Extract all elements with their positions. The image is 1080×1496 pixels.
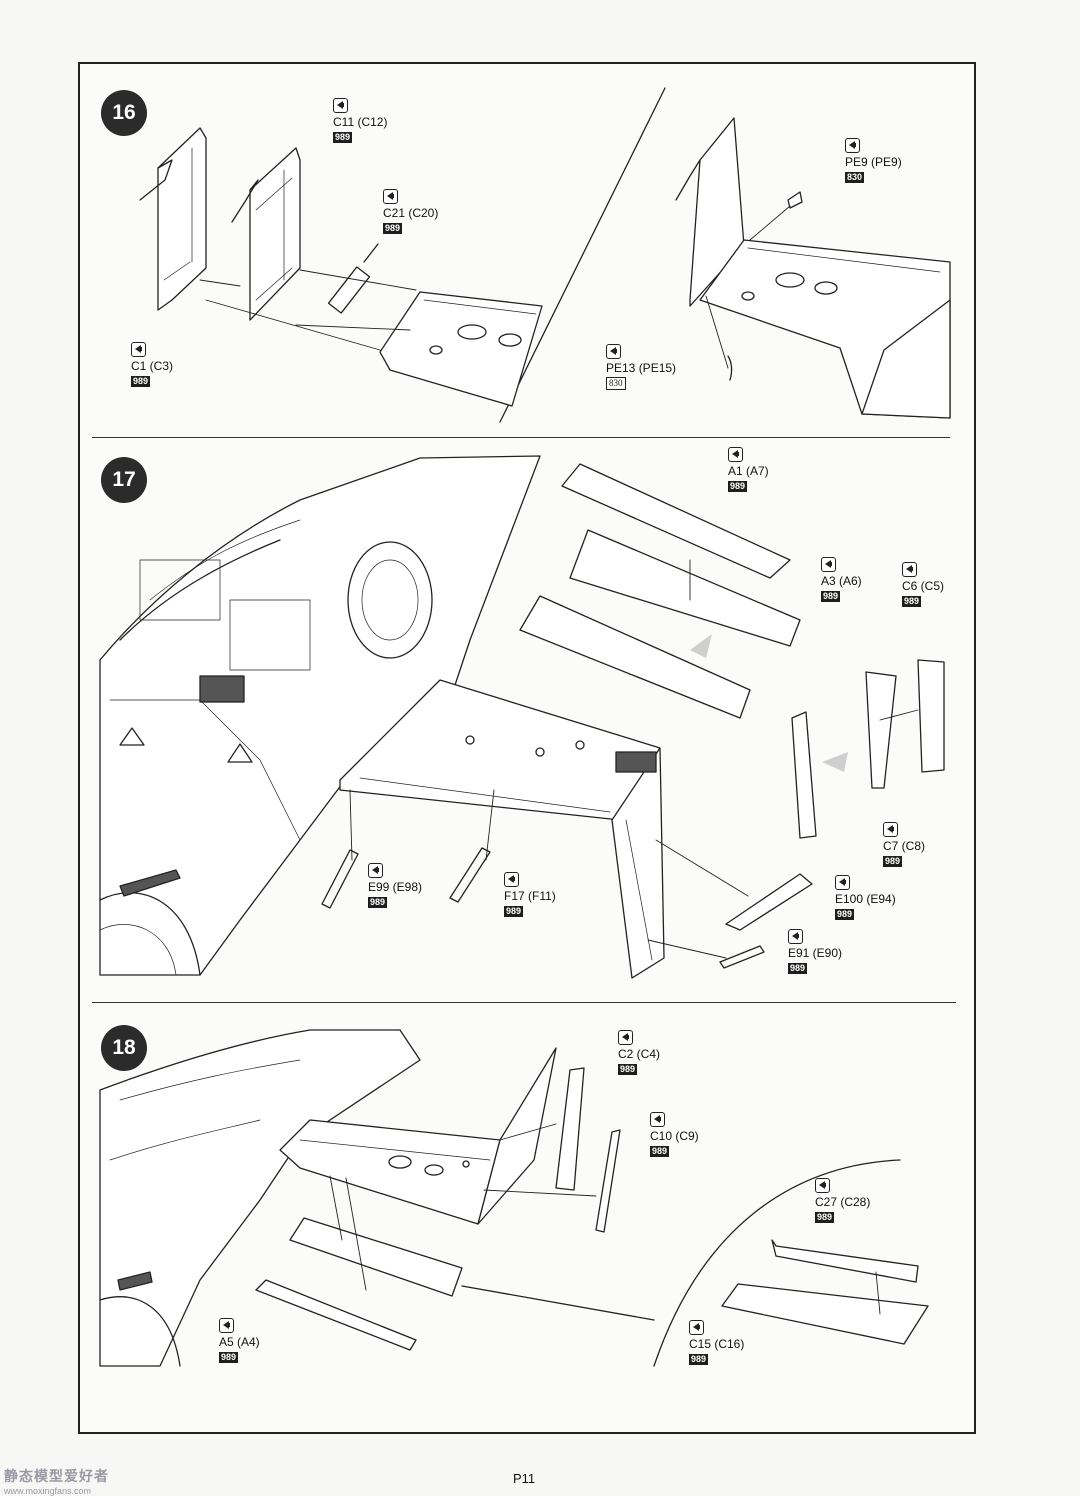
paint-code-badge: 989	[689, 1354, 709, 1365]
cement-icon	[689, 1320, 704, 1335]
cement-icon	[650, 1112, 665, 1127]
paint-code-badge: 830	[845, 172, 865, 183]
part-label: C2 (C4)	[618, 1047, 661, 1061]
cement-icon	[333, 98, 348, 113]
part-callout: C6 (C5) 989	[902, 562, 944, 607]
part-callout: C1 (C3) 989	[131, 342, 173, 387]
part-label: C15 (C16)	[689, 1337, 745, 1351]
part-callout: A1 (A7) 989	[728, 447, 769, 492]
part-callout: C10 (C9) 989	[650, 1112, 699, 1157]
part-callout: PE13 (PE15) 830	[606, 344, 676, 390]
step-17-drawing	[99, 455, 945, 979]
paint-code-badge: 989	[618, 1064, 638, 1075]
part-callout: F17 (F11) 989	[504, 872, 556, 917]
watermark-text: 静态模型爱好者	[4, 1468, 109, 1484]
step-16-drawing	[139, 87, 951, 423]
part-label: PE13 (PE15)	[606, 361, 677, 375]
cement-icon	[845, 138, 860, 153]
step-divider	[92, 437, 950, 438]
part-callout: C7 (C8) 989	[883, 822, 925, 867]
paint-code-badge: 989	[821, 591, 841, 602]
cement-icon	[883, 822, 898, 837]
part-label: C27 (C28)	[815, 1195, 871, 1209]
cement-icon	[728, 447, 743, 462]
cement-icon	[902, 562, 917, 577]
part-callout: E99 (E98) 989	[368, 863, 422, 908]
step-number-badge: 17	[101, 457, 147, 503]
part-label: C6 (C5)	[902, 579, 945, 593]
part-label: A3 (A6)	[821, 574, 862, 588]
step-divider	[92, 1002, 956, 1003]
part-label: C7 (C8)	[883, 839, 926, 853]
cement-icon	[835, 875, 850, 890]
paint-code-badge: 989	[815, 1212, 835, 1223]
paint-code-badge: 989	[883, 856, 903, 867]
part-callout: E91 (E90) 989	[788, 929, 842, 974]
step-18-drawing	[99, 1029, 929, 1367]
part-callout: C2 (C4) 989	[618, 1030, 660, 1075]
part-label: PE9 (PE9)	[845, 155, 902, 169]
paint-code-badge: 989	[902, 596, 922, 607]
paint-code-badge: 989	[788, 963, 808, 974]
cement-icon	[368, 863, 383, 878]
step-number-badge: 18	[101, 1025, 147, 1071]
part-label: E100 (E94)	[835, 892, 896, 906]
part-label: C10 (C9)	[650, 1129, 699, 1143]
part-callout: C21 (C20) 989	[383, 189, 438, 234]
part-callout: PE9 (PE9) 830	[845, 138, 902, 183]
paint-code-badge: 989	[219, 1352, 239, 1363]
part-label: A1 (A7)	[728, 464, 769, 478]
part-callout: C27 (C28) 989	[815, 1178, 870, 1223]
watermark-url: www.moxingfans.com	[4, 1486, 92, 1496]
part-callout: E100 (E94) 989	[835, 875, 896, 920]
part-label: E91 (E90)	[788, 946, 843, 960]
paint-code-badge: 989	[131, 376, 151, 387]
paint-code-badge: 989	[650, 1146, 670, 1157]
part-label: A5 (A4)	[219, 1335, 260, 1349]
part-label: C1 (C3)	[131, 359, 174, 373]
paint-code-badge: 989	[835, 909, 855, 920]
cement-icon	[219, 1318, 234, 1333]
part-label: F17 (F11)	[504, 889, 556, 903]
part-label: C11 (C12)	[333, 115, 388, 129]
cement-icon	[504, 872, 519, 887]
part-callout: A5 (A4) 989	[219, 1318, 260, 1363]
cement-icon	[815, 1178, 830, 1193]
cement-icon	[821, 557, 836, 572]
paint-code-badge: 989	[383, 223, 403, 234]
cement-icon	[131, 342, 146, 357]
part-callout: C15 (C16) 989	[689, 1320, 744, 1365]
paint-code-badge: 989	[728, 481, 748, 492]
part-label: E99 (E98)	[368, 880, 423, 894]
part-callout: C11 (C12) 989	[333, 98, 387, 143]
paint-code-badge: 989	[504, 906, 524, 917]
part-callout: A3 (A6) 989	[821, 557, 862, 602]
part-label: C21 (C20)	[383, 206, 439, 220]
cement-icon	[383, 189, 398, 204]
cement-icon	[618, 1030, 633, 1045]
page-number: P11	[513, 1471, 536, 1486]
cement-icon	[606, 344, 621, 359]
watermark: 静态模型爱好者 www.moxingfans.com	[4, 1466, 109, 1496]
paint-code-badge: 989	[368, 897, 388, 908]
paint-code-badge: 830	[606, 377, 626, 390]
step-number-badge: 16	[101, 90, 147, 136]
cement-icon	[788, 929, 803, 944]
paint-code-badge: 989	[333, 132, 353, 143]
